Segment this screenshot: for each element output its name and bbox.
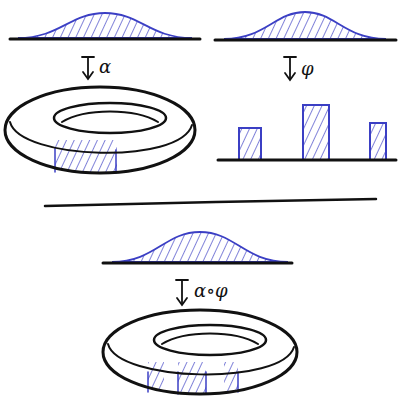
map-label: α [99, 58, 111, 76]
map-label: φ [301, 60, 314, 78]
map-label: α∘φ [194, 282, 228, 300]
